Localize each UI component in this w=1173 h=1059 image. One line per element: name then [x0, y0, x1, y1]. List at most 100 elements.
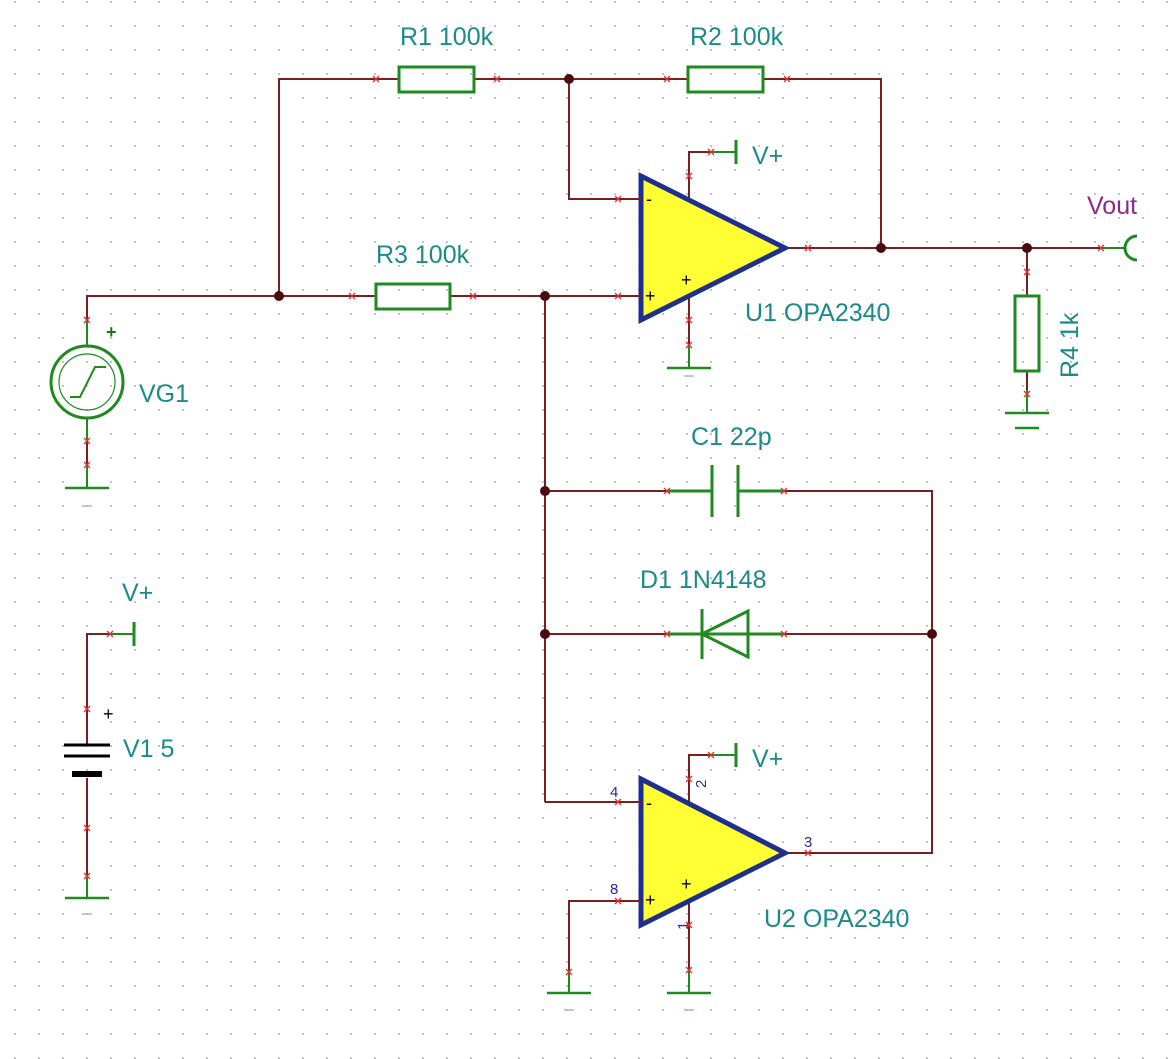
- resistor-r2[interactable]: [686, 65, 765, 94]
- vplus-terminal-v1[interactable]: [110, 622, 136, 646]
- label-r2: R2 100k: [690, 23, 784, 51]
- ground-v1[interactable]: [65, 876, 109, 915]
- pin-marker: [685, 341, 693, 349]
- pin-marker: [469, 292, 477, 300]
- opamp-u1[interactable]: - + +: [618, 171, 791, 325]
- u2-pin-noninv: 8: [610, 881, 618, 898]
- vplus-terminal-u1[interactable]: [710, 140, 738, 164]
- label-vplus-u1: V+: [752, 142, 783, 170]
- label-d1: D1 1N4148: [640, 566, 766, 594]
- pin-marker: [614, 292, 622, 300]
- junction-r1-r2: [564, 74, 574, 84]
- pin-marker: [106, 630, 114, 638]
- pin-marker: [83, 316, 91, 324]
- junction-c1: [540, 486, 550, 496]
- pin-marker: [783, 75, 791, 83]
- ground-u2-noninv[interactable]: [547, 970, 591, 1011]
- pin-marker: [804, 849, 812, 857]
- pin-marker: [83, 872, 91, 880]
- pin-marker: [83, 437, 91, 445]
- pin-marker: [83, 705, 91, 713]
- u2-pin-inv: 4: [610, 784, 618, 801]
- wire-u2-out[interactable]: [787, 634, 933, 854]
- label-r4: R4 1k: [1056, 312, 1084, 378]
- opamp-u2[interactable]: - + + 4 2 3 8 1: [610, 774, 812, 930]
- junction-d1-right: [927, 629, 937, 639]
- pin-marker: [1023, 268, 1031, 276]
- pin-marker: [685, 316, 693, 324]
- junction-noninv: [540, 291, 550, 301]
- label-vout: Vout: [1087, 192, 1137, 220]
- junction-out-r4: [1022, 243, 1032, 253]
- pin-marker: [663, 487, 671, 495]
- pin-marker: [372, 75, 380, 83]
- label-r3: R3 100k: [376, 241, 470, 269]
- ground-u2[interactable]: [667, 970, 711, 1011]
- pin-marker: [348, 292, 356, 300]
- pin-marker: [685, 775, 693, 783]
- pin-marker: [685, 172, 693, 180]
- pin-marker: [663, 75, 671, 83]
- label-c1: C1 22p: [691, 423, 772, 451]
- u2-minus-sign: -: [646, 793, 652, 813]
- pin-marker: [707, 751, 715, 759]
- signal-generator-vg1[interactable]: +: [49, 320, 125, 440]
- u2-pin-vcc: 2: [693, 780, 710, 788]
- wire-inv-u1[interactable]: [568, 79, 640, 200]
- pin-marker: [685, 921, 693, 929]
- label-u2: U2 OPA2340: [764, 905, 909, 933]
- pin-marker: [565, 968, 573, 976]
- vplus-terminal-u2[interactable]: [710, 743, 738, 767]
- label-u1: U1 OPA2340: [745, 299, 890, 327]
- label-vplus-u2: V+: [752, 745, 783, 773]
- junctions: [274, 74, 1032, 639]
- ground-vg1[interactable]: [65, 465, 109, 507]
- label-vg1: VG1: [139, 380, 189, 408]
- label-r1: R1 100k: [400, 23, 494, 51]
- pin-marker: [780, 487, 788, 495]
- wire-vg1-r3[interactable]: [86, 295, 376, 320]
- battery-v1[interactable]: +: [64, 704, 114, 777]
- u2-plus-supply-sign: +: [681, 874, 692, 894]
- diode-d1[interactable]: [667, 608, 784, 660]
- v1-plus-sign: +: [103, 704, 114, 724]
- pin-markers: [83, 75, 1105, 976]
- pin-marker: [1097, 244, 1105, 252]
- u1-minus-sign: -: [646, 189, 652, 209]
- wire-v1-top[interactable]: [86, 633, 134, 745]
- ground-u1[interactable]: [667, 345, 711, 377]
- pin-marker: [780, 630, 788, 638]
- pin-marker: [1023, 390, 1031, 398]
- pin-marker: [804, 244, 812, 252]
- u1-plus-sign: +: [645, 286, 656, 306]
- wires: [86, 78, 1122, 993]
- pin-marker: [493, 75, 501, 83]
- u2-pin-gnd: 1: [675, 922, 692, 930]
- wire-u2-noninv[interactable]: [568, 900, 640, 993]
- junction-input: [274, 291, 284, 301]
- wire-c1-right[interactable]: [738, 490, 933, 634]
- resistor-r4[interactable]: [1013, 294, 1041, 373]
- pin-marker: [614, 798, 622, 806]
- wire-u2-vcc[interactable]: [688, 754, 736, 802]
- pin-marker: [614, 195, 622, 203]
- capacitor-c1[interactable]: [667, 465, 784, 517]
- vout-terminal[interactable]: [1100, 234, 1138, 262]
- wire-r2-out[interactable]: [763, 78, 882, 248]
- label-v1: V1 5: [123, 735, 174, 763]
- pin-marker: [685, 966, 693, 974]
- wire-u1-vcc[interactable]: [688, 151, 736, 199]
- u1-plus-supply-sign: +: [681, 270, 692, 290]
- pin-marker: [707, 148, 715, 156]
- junction-out-fb: [876, 243, 886, 253]
- label-vplus-v1: V+: [122, 579, 153, 607]
- wire-r1-left[interactable]: [278, 78, 399, 296]
- resistor-r1[interactable]: [397, 65, 476, 94]
- resistor-r3[interactable]: [374, 282, 452, 311]
- labels: R1 100k R2 100k R3 100k R4 1k C1 22p D1 …: [122, 23, 1137, 933]
- vg1-plus-sign: +: [106, 322, 117, 342]
- pin-marker: [83, 824, 91, 832]
- ground-r4[interactable]: [1005, 390, 1049, 430]
